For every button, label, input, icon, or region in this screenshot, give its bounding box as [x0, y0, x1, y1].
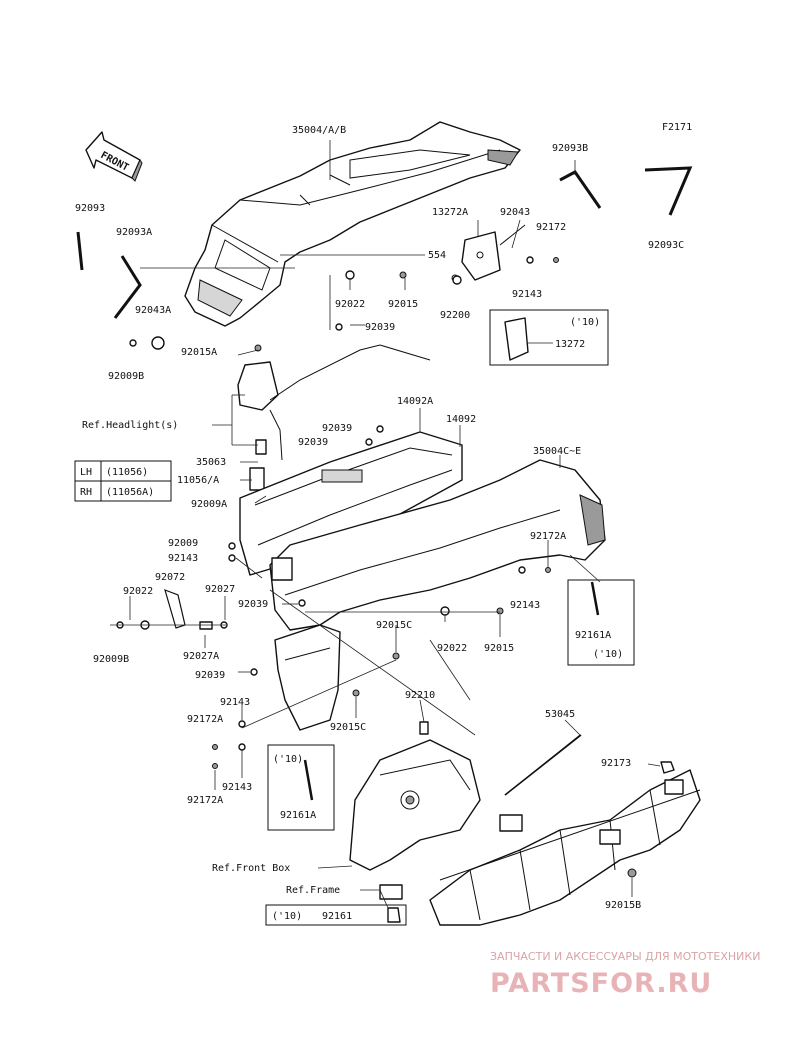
label-92043: 92043 [500, 207, 530, 218]
label-92022c: 92022 [437, 643, 467, 654]
label-92072: 92072 [155, 572, 185, 583]
label-ref-frame: Ref.Frame [286, 885, 340, 896]
label-92143d: 92143 [220, 697, 250, 708]
fasteners [116, 256, 675, 878]
box-92161A-left-part: 92161A [280, 810, 316, 821]
box-13272-year: ('10) [570, 317, 600, 328]
legend-side-lh: LH [80, 467, 92, 478]
front-arrow-icon: FRONT [85, 131, 143, 182]
label-92039c: 92039 [298, 437, 328, 448]
side-cover-lower [274, 624, 341, 731]
label-92039b: 92039 [322, 423, 352, 434]
label-92009Bb: 92009B [93, 654, 129, 665]
strap-92072 [164, 589, 186, 629]
front-box [349, 739, 481, 871]
bracket-13272A [451, 224, 526, 282]
label-92015A: 92015A [181, 347, 217, 358]
label-92015B: 92015B [605, 900, 641, 911]
label-35004: 35004/A/B [292, 125, 346, 136]
side-panel-14092 [239, 431, 463, 576]
headlight-bracket [237, 344, 431, 491]
label-92143e: 92143 [222, 782, 252, 793]
box-13272: ('10) 13272 [489, 309, 609, 366]
label-92015C: 92015C [376, 620, 412, 631]
watermark-line1: ЗАПЧАСТИ И АКСЕССУАРЫ ДЛЯ МОТОТЕХНИКИ [490, 950, 760, 963]
leader-lines [110, 140, 661, 909]
part-labels: 35004/A/B 92093B 92093 92093A 13272A 920… [75, 125, 684, 911]
label-92009A: 92009A [191, 499, 227, 510]
trim-92093C [644, 166, 693, 216]
label-35004CE: 35004C~E [533, 446, 581, 457]
label-92015Cb: 92015C [330, 722, 366, 733]
label-92015a: 92015 [388, 299, 418, 310]
label-13272A: 13272A [432, 207, 468, 218]
label-92022b: 92022 [123, 586, 153, 597]
label-92043A: 92043A [135, 305, 171, 316]
label-14092A: 14092A [397, 396, 433, 407]
label-ref-frontbox: Ref.Front Box [212, 863, 290, 874]
label-92027: 92027 [205, 584, 235, 595]
label-554: 554 [428, 250, 446, 261]
label-92093C: 92093C [648, 240, 684, 251]
trim-92093 [76, 231, 84, 271]
box-92161-year: ('10) [272, 911, 302, 922]
label-92093A: 92093A [116, 227, 152, 238]
legend-part-rh: (11056A) [106, 487, 154, 498]
label-53045: 53045 [545, 709, 575, 720]
label-92210: 92210 [405, 690, 435, 701]
label-92172Ab: 92172A [187, 714, 223, 725]
label-92022a: 92022 [335, 299, 365, 310]
box-92161A-left: ('10) 92161A [267, 744, 335, 831]
legend-side-rh: RH [80, 487, 92, 498]
legend-part-lh: (11056) [106, 467, 148, 478]
label-92143a: 92143 [512, 289, 542, 300]
label-92039a: 92039 [365, 322, 395, 333]
label-35063: 35063 [196, 457, 226, 468]
box-92161A-right-year: ('10) [593, 649, 623, 660]
label-11056: 11056/A [177, 475, 219, 486]
box-92161-part: 92161 [322, 911, 352, 922]
label-92009B: 92009B [108, 371, 144, 382]
label-ref-headlight: Ref.Headlight(s) [82, 420, 178, 431]
legend-table: LH (11056) RH (11056A) [74, 460, 172, 502]
label-92039d: 92039 [238, 599, 268, 610]
box-92161A-right: 92161A ('10) [567, 579, 635, 666]
label-92173: 92173 [601, 758, 631, 769]
box-92161A-right-part: 92161A [575, 630, 611, 641]
watermark-logo: PARTSFOR.RU [490, 968, 712, 999]
label-14092: 14092 [446, 414, 476, 425]
label-92093: 92093 [75, 203, 105, 214]
label-92200: 92200 [440, 310, 470, 321]
label-92009: 92009 [168, 538, 198, 549]
label-92039e: 92039 [195, 670, 225, 681]
frame [379, 734, 701, 926]
box-92161A-left-year: ('10) [273, 754, 303, 765]
label-92027A: 92027A [183, 651, 219, 662]
label-92143b: 92143 [168, 553, 198, 564]
front-fender-upper [184, 121, 521, 327]
box-92161: ('10) 92161 [265, 904, 407, 926]
label-92093B: 92093B [552, 143, 588, 154]
trim-92093B [559, 170, 602, 209]
label-92015b: 92015 [484, 643, 514, 654]
label-92172Ac: 92172A [187, 795, 223, 806]
box-13272-part: 13272 [555, 339, 585, 350]
label-92172A: 92172A [530, 531, 566, 542]
watermark: ЗАПЧАСТИ И АКСЕССУАРЫ ДЛЯ МОТОТЕХНИКИ PA… [490, 950, 760, 999]
trim-92093A [113, 255, 142, 319]
label-92143c: 92143 [510, 600, 540, 611]
label-92172: 92172 [536, 222, 566, 233]
figure-code: F2171 [662, 122, 692, 133]
